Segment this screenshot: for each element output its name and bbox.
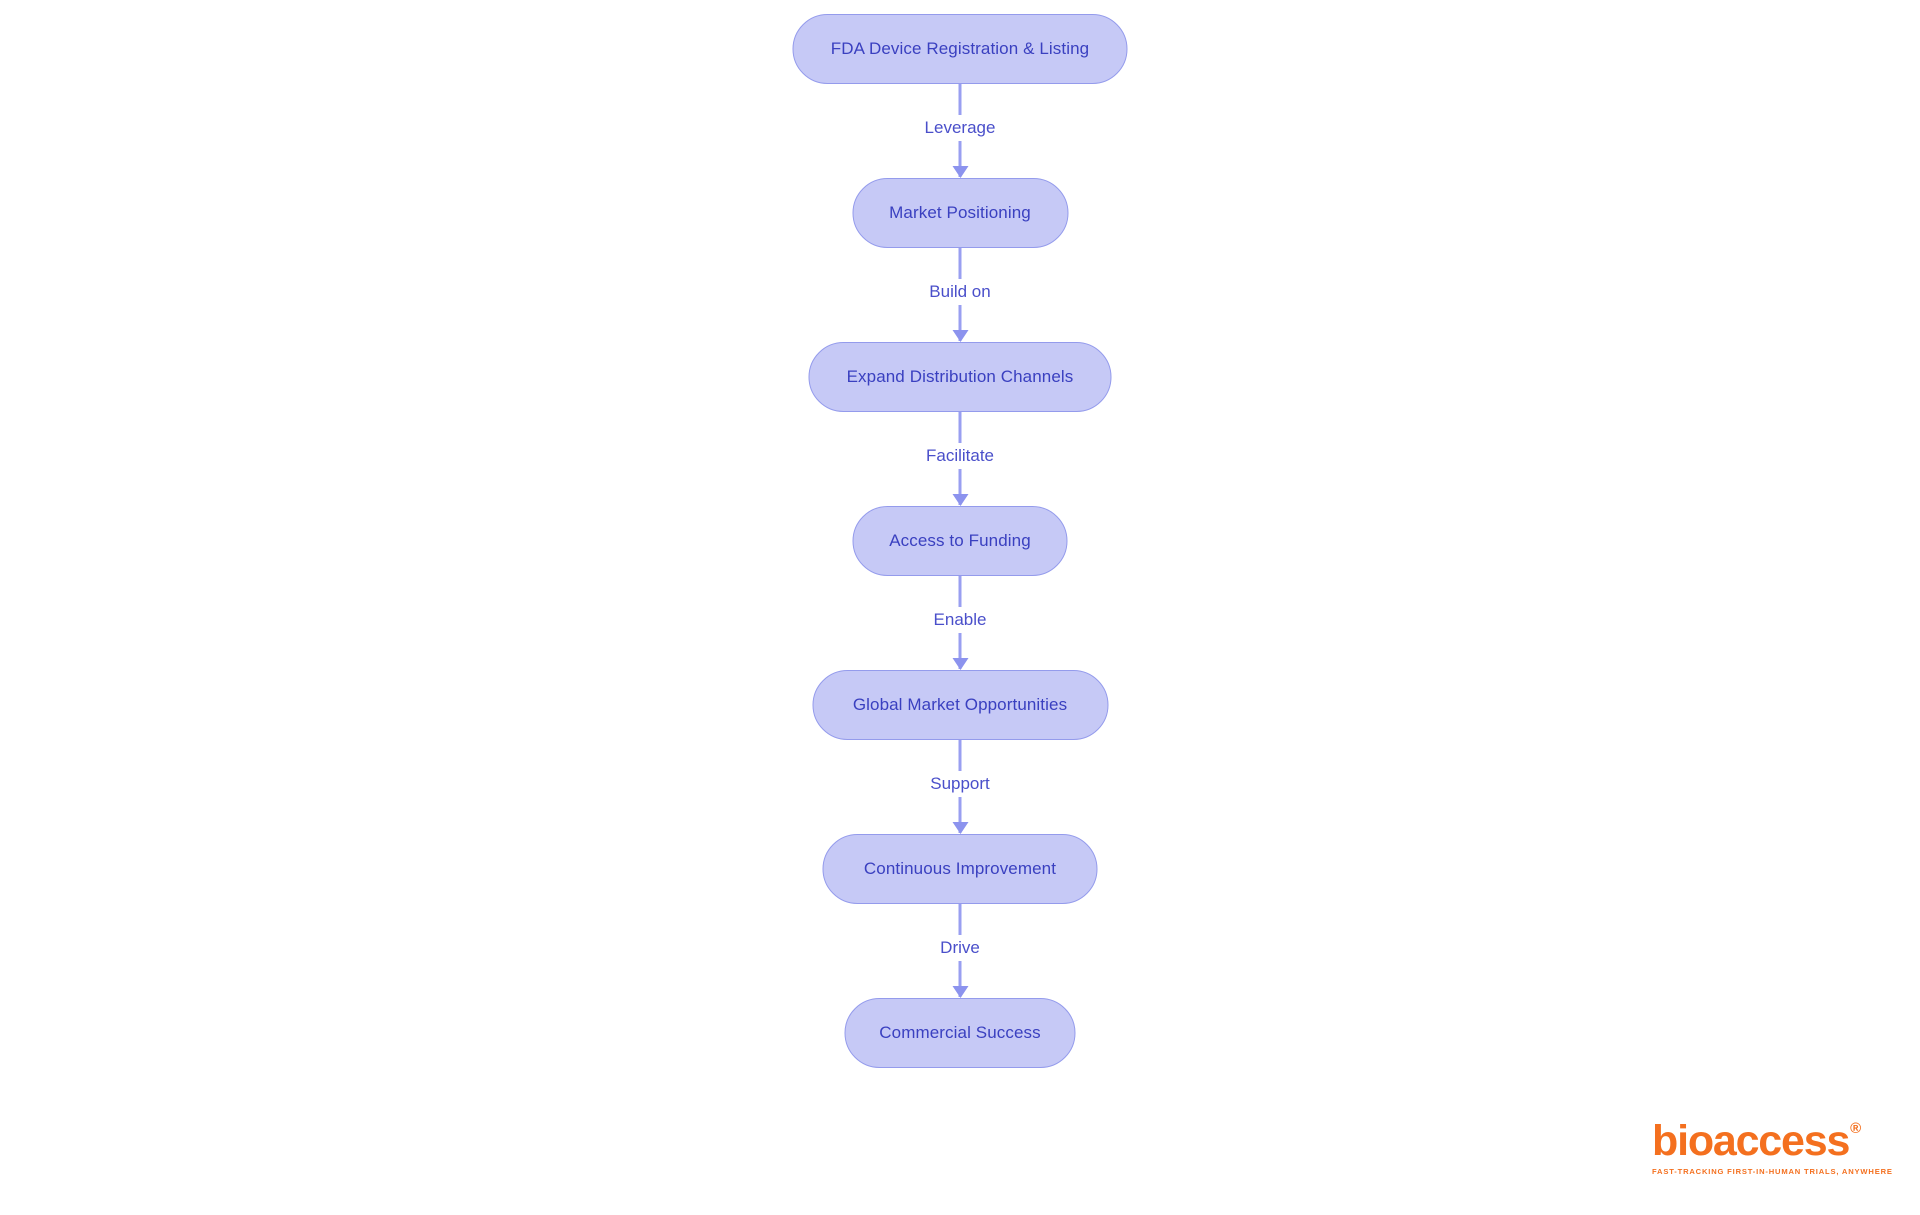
arrowhead-down-icon xyxy=(952,986,968,998)
node-label: Expand Distribution Channels xyxy=(846,367,1074,386)
flow-node-market-positioning: Market Positioning xyxy=(852,178,1068,248)
bioaccess-logo: bioaccess ® FAST-TRACKING FIRST-IN-HUMAN… xyxy=(1652,1120,1893,1176)
arrowhead-down-icon xyxy=(952,330,968,342)
edge-label: Facilitate xyxy=(916,443,1004,470)
node-label: Continuous Improvement xyxy=(863,859,1057,878)
registered-trademark-icon: ® xyxy=(1850,1120,1861,1137)
edge-label: Leverage xyxy=(915,115,1005,142)
edge-label: Enable xyxy=(924,607,996,634)
node-label: Global Market Opportunities xyxy=(852,695,1068,714)
flow-node-access-to-funding: Access to Funding xyxy=(852,506,1068,576)
arrowhead-down-icon xyxy=(952,658,968,670)
flow-connector-drive: Drive xyxy=(870,904,1050,998)
flow-node-global-market-opportunities: Global Market Opportunities xyxy=(812,670,1108,740)
node-label: Commercial Success xyxy=(879,1023,1041,1042)
edge-label: Drive xyxy=(931,935,989,962)
arrowhead-down-icon xyxy=(952,822,968,834)
brand-text: bioaccess xyxy=(1652,1117,1850,1165)
flow-connector-enable: Enable xyxy=(870,576,1050,670)
node-label: Market Positioning xyxy=(889,203,1031,222)
flow-node-expand-distribution-channels: Expand Distribution Channels xyxy=(808,342,1112,412)
logo-tagline: FAST-TRACKING FIRST-IN-HUMAN TRIALS, ANY… xyxy=(1652,1167,1893,1176)
flow-connector-build-on: Build on xyxy=(870,248,1050,342)
node-label: Access to Funding xyxy=(889,531,1031,550)
edge-label: Support xyxy=(921,771,999,798)
flow-connector-facilitate: Facilitate xyxy=(870,412,1050,506)
flowchart: FDA Device Registration & Listing Levera… xyxy=(792,14,1128,1068)
arrowhead-down-icon xyxy=(952,166,968,178)
flow-node-continuous-improvement: Continuous Improvement xyxy=(822,834,1098,904)
flow-connector-leverage: Leverage xyxy=(870,84,1050,178)
arrowhead-down-icon xyxy=(952,494,968,506)
bioaccess-wordmark: bioaccess ® xyxy=(1652,1120,1893,1163)
flow-node-commercial-success: Commercial Success xyxy=(844,998,1076,1068)
flow-connector-support: Support xyxy=(870,740,1050,834)
node-label: FDA Device Registration & Listing xyxy=(830,39,1090,58)
flow-node-fda-device-registration-listing: FDA Device Registration & Listing xyxy=(792,14,1128,84)
edge-label: Build on xyxy=(920,279,1000,306)
